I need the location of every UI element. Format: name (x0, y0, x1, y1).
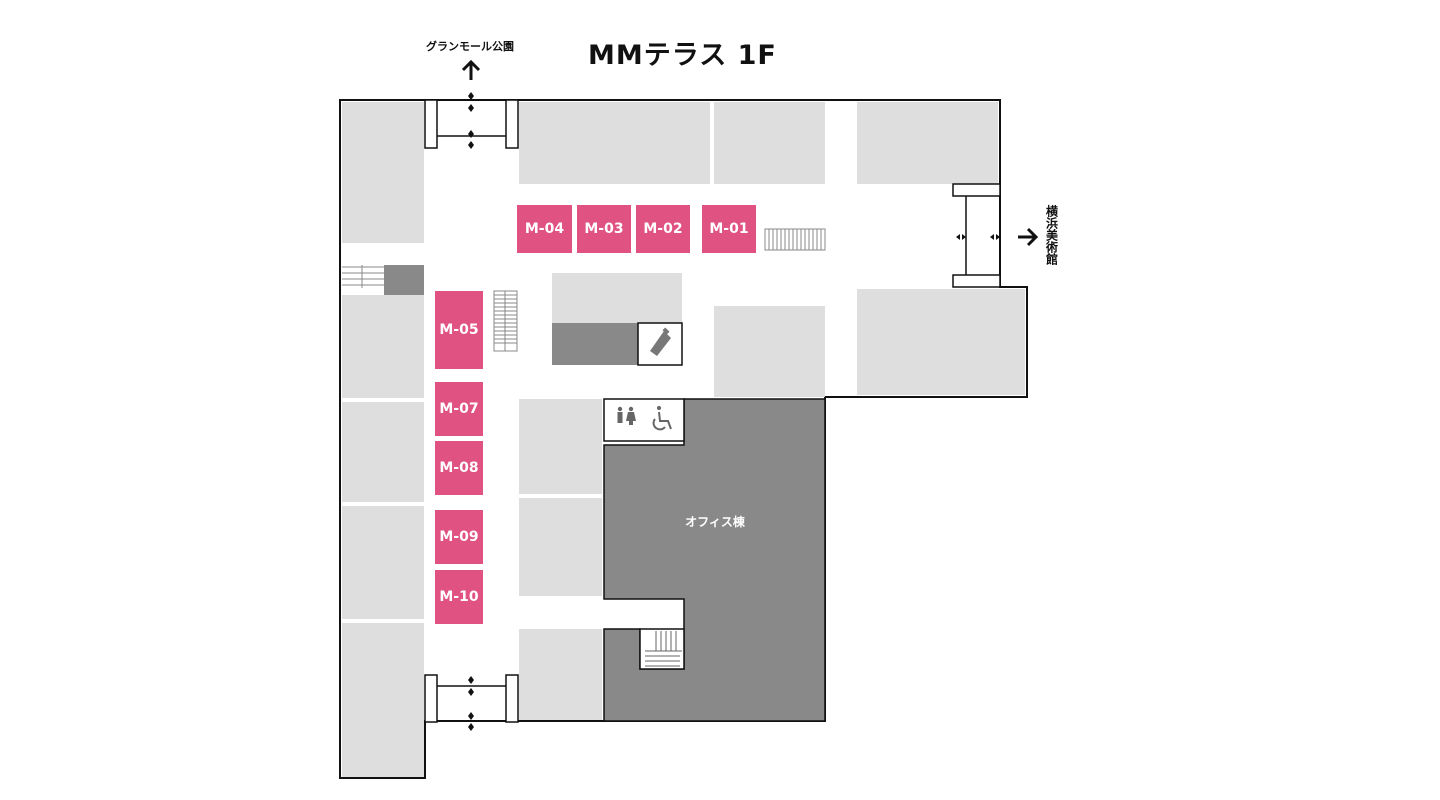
shop-center (552, 273, 682, 323)
shop (342, 102, 424, 243)
booth-m-09[interactable]: M-09 (435, 510, 483, 564)
office-tower (603, 398, 826, 722)
shop (342, 402, 424, 502)
shop (519, 102, 710, 184)
entrance-east (952, 183, 1001, 288)
shop (519, 399, 602, 494)
shop (714, 102, 825, 184)
shop (342, 506, 424, 619)
booth-m-10[interactable]: M-10 (435, 570, 483, 624)
stair-core-office (639, 628, 685, 670)
shop (519, 629, 602, 720)
booth-m-08[interactable]: M-08 (435, 441, 483, 495)
exit-label-east-text: 横浜美術館 (1044, 205, 1059, 265)
entrance-north (424, 99, 519, 149)
escalator-west (493, 290, 518, 352)
booth-label: M-04 (524, 221, 565, 237)
booth-m-05[interactable]: M-05 (435, 291, 483, 369)
shop (519, 498, 602, 596)
booth-label: M-09 (439, 529, 479, 545)
office-tower-label: オフィス棟 (685, 515, 745, 529)
booth-label: M-10 (439, 589, 479, 605)
wheelchair-icon (652, 406, 672, 431)
booth-label: M-05 (439, 322, 479, 338)
booth-label: M-01 (709, 221, 749, 237)
shops-north (519, 102, 998, 184)
map-title: MMテラス 1F (588, 40, 777, 71)
booth-m-04[interactable]: M-04 (517, 205, 572, 253)
exit-label-north: グランモール公園 (426, 40, 514, 53)
booth-label: M-08 (439, 460, 479, 476)
shop (857, 102, 998, 184)
escalator-north (764, 228, 826, 251)
shop (342, 295, 424, 398)
booth-m-03[interactable]: M-03 (577, 205, 631, 253)
arrow-up-icon (461, 59, 481, 80)
core-center (552, 323, 638, 365)
booth-m-07[interactable]: M-07 (435, 382, 483, 436)
door-arrows (468, 92, 1000, 731)
booth-label: M-03 (584, 221, 624, 237)
shops-south (519, 399, 602, 720)
booth-m-02[interactable]: M-02 (636, 205, 690, 253)
restroom-icon (617, 406, 636, 425)
arrow-right-icon (1018, 227, 1039, 247)
restroom-box (603, 398, 685, 442)
booth-m-01[interactable]: M-01 (702, 205, 756, 253)
shop (342, 623, 424, 777)
exit-label-east: 横浜美術館 (1042, 205, 1060, 269)
stairs-west (342, 265, 384, 288)
shops-west (342, 102, 424, 777)
stair-core-west (384, 265, 424, 295)
booth-label: M-02 (643, 221, 683, 237)
nursing-room-icon (650, 327, 671, 356)
shop (714, 306, 825, 397)
shop (857, 289, 1025, 395)
entrance-south (424, 674, 519, 723)
booth-label: M-07 (439, 401, 479, 417)
stairs-office (645, 631, 682, 667)
